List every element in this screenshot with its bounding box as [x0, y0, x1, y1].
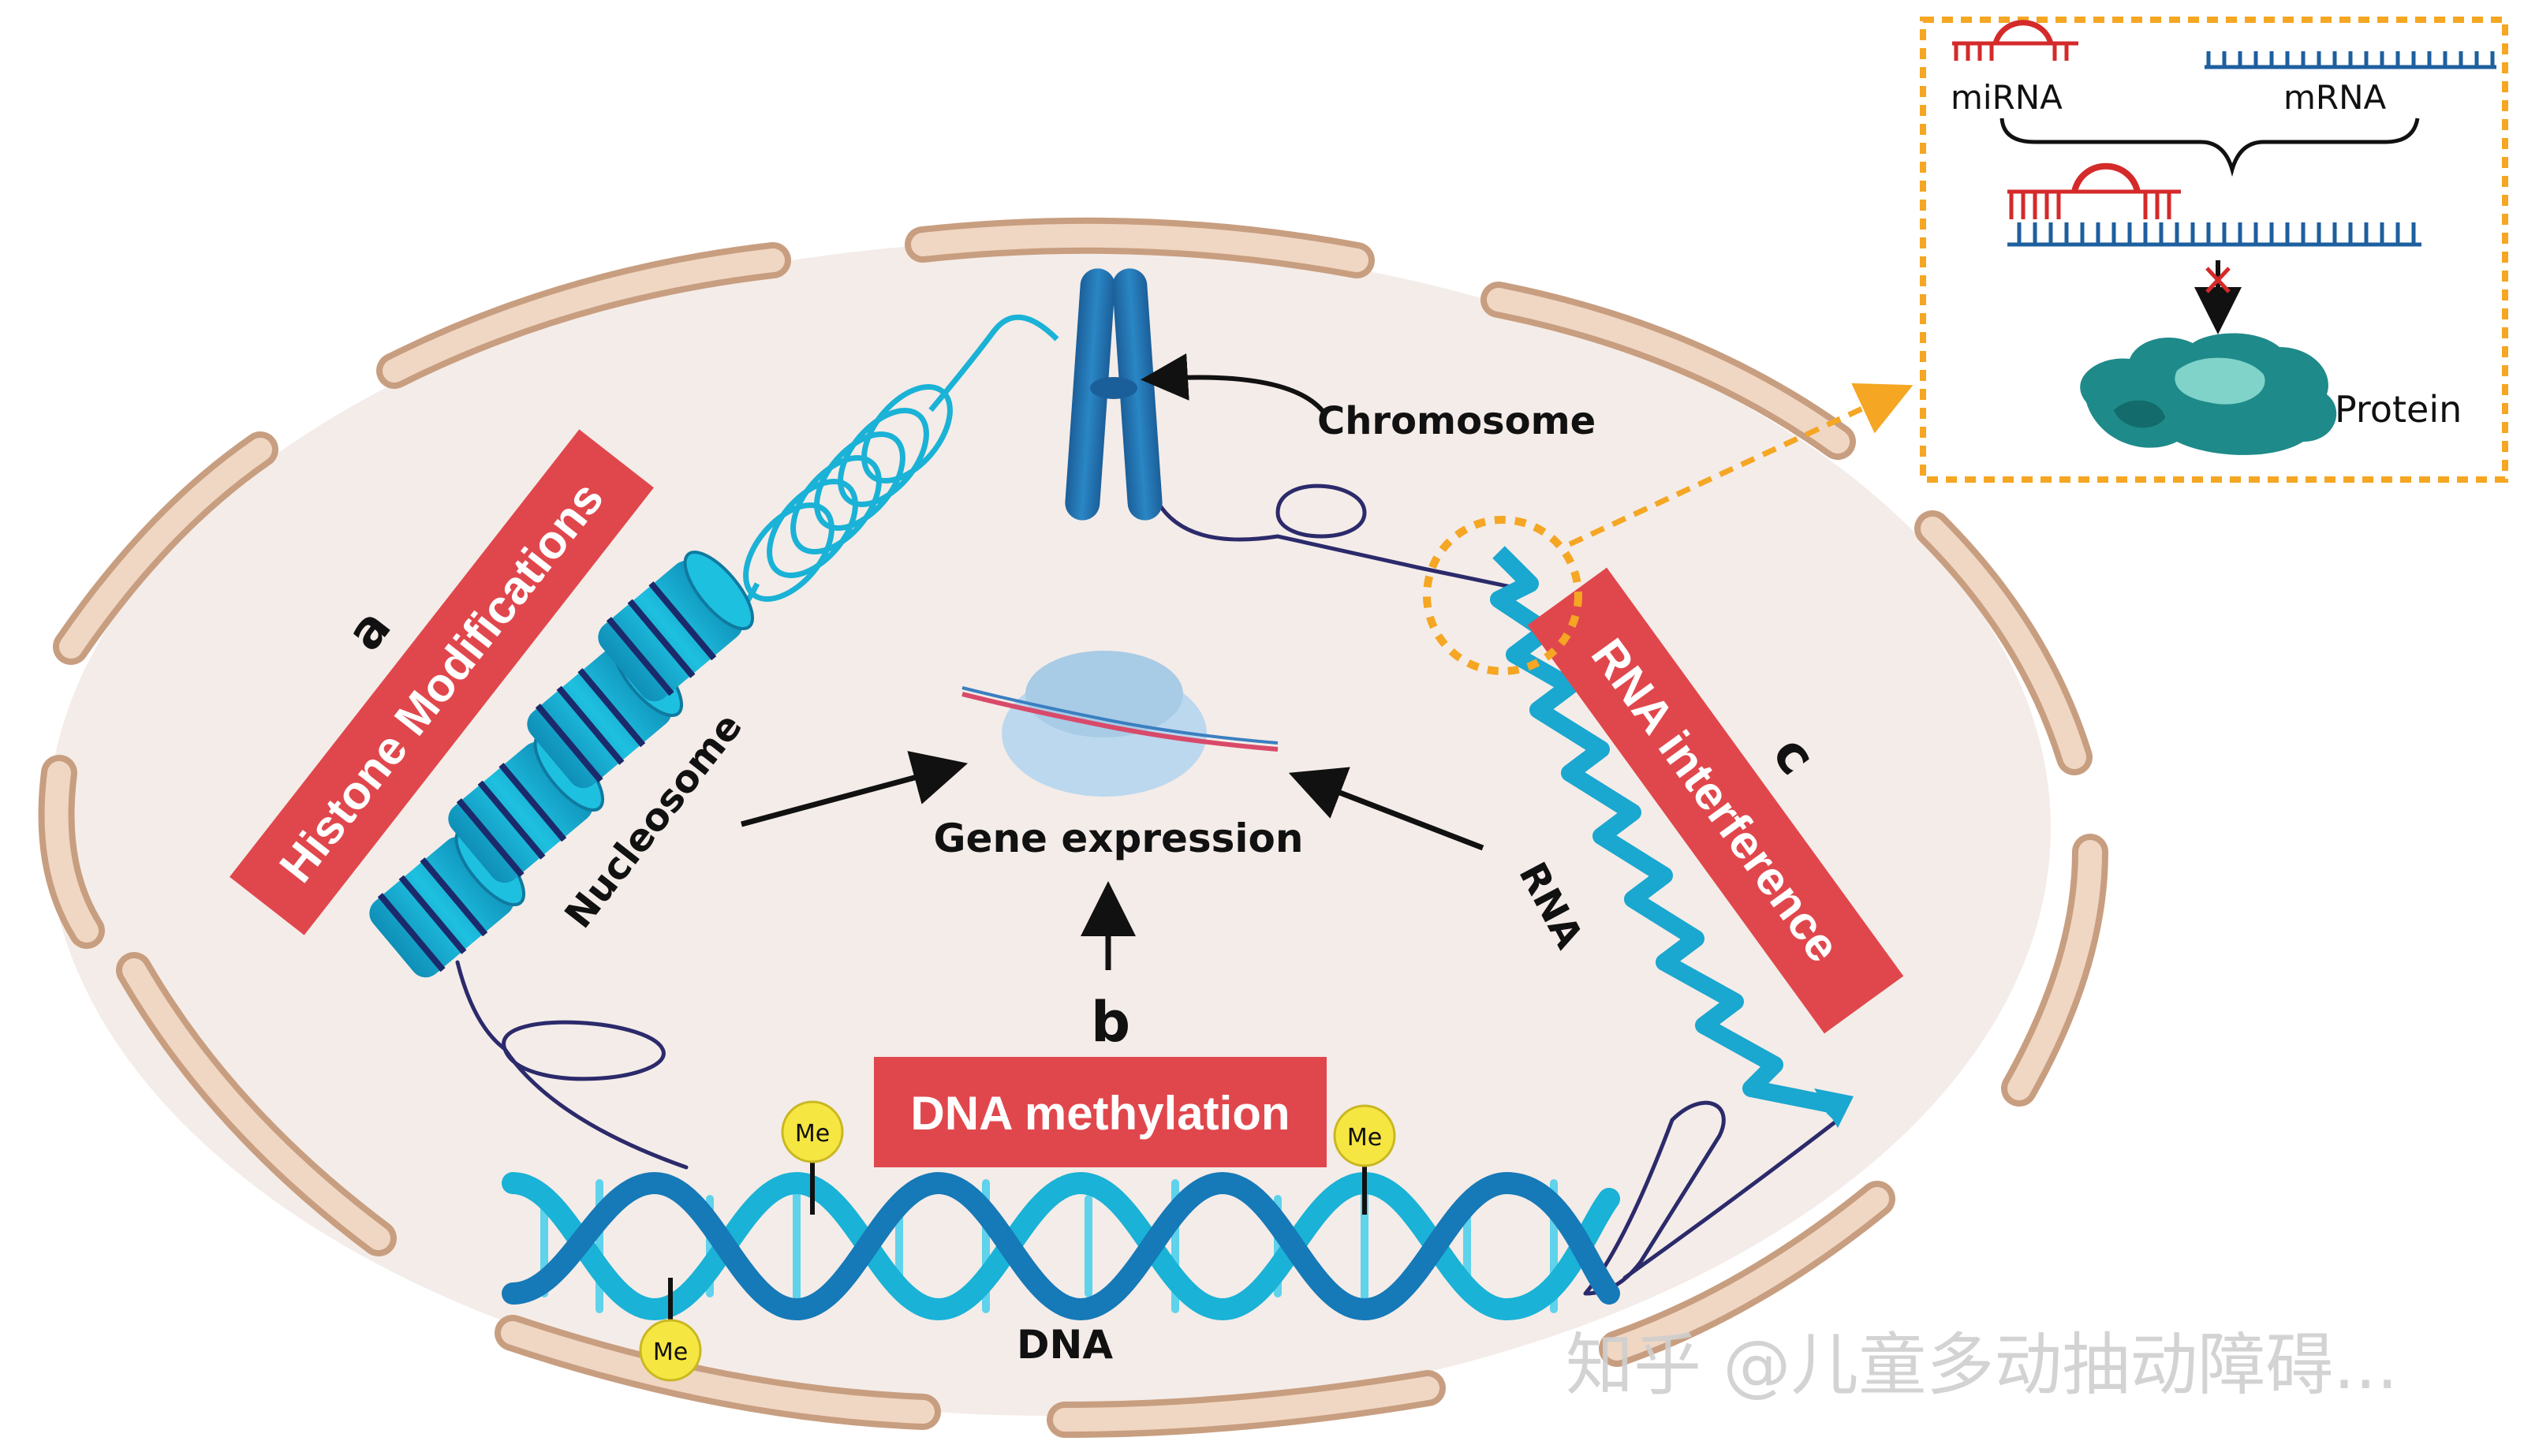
- mirna-inset: miRNA mRNA: [1920, 17, 2508, 483]
- mirna-mrna-duplex: [2007, 162, 2421, 247]
- dna-helix: [502, 1171, 1620, 1321]
- chromosome-icon: [1065, 268, 1163, 521]
- dna-label: DNA: [1017, 1322, 1113, 1368]
- protein-label: Protein: [2335, 388, 2462, 431]
- watermark: 知乎 @儿童多动抽动障碍...: [1566, 1326, 2398, 1405]
- nucleosome-stack: [369, 551, 755, 978]
- dna-methylation-label: DNA methylation: [910, 1087, 1290, 1140]
- rna-strand: [1490, 546, 1844, 1118]
- nucleosome: [598, 551, 755, 702]
- arrow-from-rna: [1288, 767, 1484, 851]
- dna-methylation-banner: DNA methylation: [874, 1057, 1327, 1167]
- rna-highlight-circle: [1423, 516, 1582, 675]
- arrow-from-nucleosome: [741, 751, 969, 827]
- dna-strand-dark: [502, 1171, 1620, 1321]
- mirna-label: miRNA: [1951, 78, 2063, 117]
- rna-arrow-head: [1814, 1088, 1854, 1128]
- inset-brace: [1999, 118, 2420, 177]
- mrna-glyph: [2205, 51, 2496, 69]
- callout-arrow: [1568, 383, 1914, 547]
- me-label: Me: [795, 1120, 830, 1148]
- protein-icon: [2080, 333, 2337, 455]
- gene-expression-label: Gene expression: [934, 816, 1304, 861]
- methyl-group: Me: [1333, 1104, 1396, 1215]
- mrna-label: mRNA: [2283, 78, 2387, 117]
- membrane-highlight: [44, 223, 2102, 1432]
- methyl-group: Me: [639, 1278, 702, 1382]
- chromosome-label: Chromosome: [1317, 399, 1596, 443]
- label-b: b: [1091, 990, 1130, 1055]
- block-x-icon: [2205, 267, 2231, 293]
- me-label: Me: [1347, 1124, 1382, 1152]
- methyl-group: Me: [781, 1100, 844, 1215]
- mirna-glyph: [1952, 20, 2078, 61]
- chromosome-arrow: [1141, 353, 1327, 416]
- me-label: Me: [653, 1338, 688, 1366]
- ribosome-icon: [961, 651, 1279, 797]
- chromatin-fiber: [455, 483, 1840, 1296]
